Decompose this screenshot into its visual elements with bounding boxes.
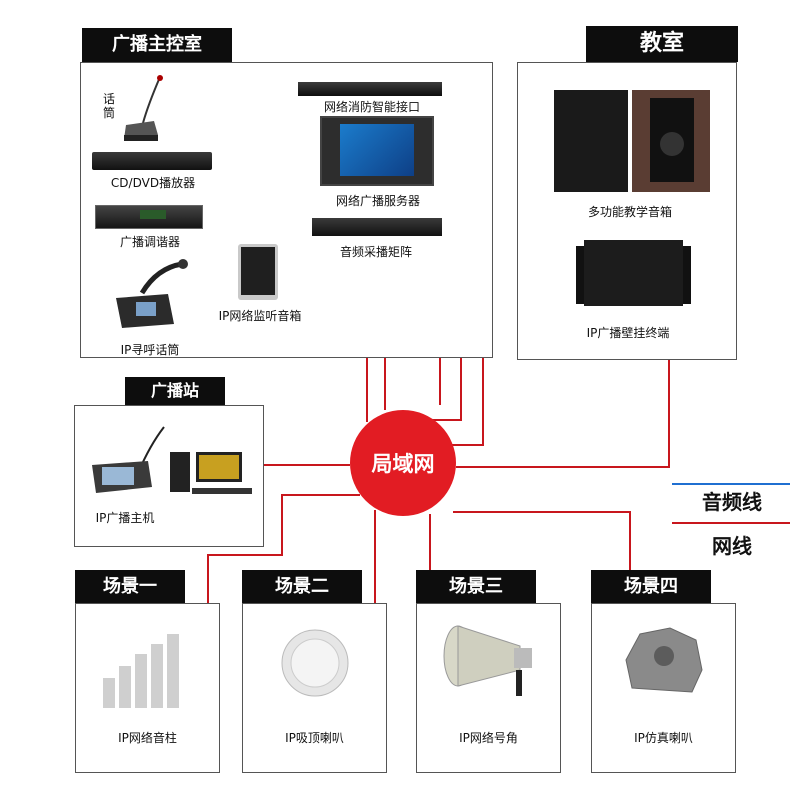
scene-2-title: 场景二 bbox=[242, 570, 362, 603]
network-line-scene-1 bbox=[207, 494, 360, 603]
scene-3-panel bbox=[416, 603, 561, 773]
horn-speaker-icon bbox=[443, 625, 532, 696]
tuner-label: 广播调谐器 bbox=[119, 235, 180, 249]
scene-1-device-label: IP网络音柱 bbox=[118, 731, 177, 745]
computer-icon bbox=[170, 452, 252, 494]
scene-4-device-label: IP仿真喇叭 bbox=[634, 731, 693, 745]
monitor-speaker-label: IP网络监听音箱 bbox=[218, 309, 302, 323]
station-host-icon bbox=[92, 426, 165, 493]
legend-audio-label: 音频线 bbox=[702, 490, 762, 514]
legend-network-label: 网线 bbox=[712, 534, 752, 558]
rock-speaker-icon bbox=[625, 627, 703, 693]
ceiling-speaker-icon bbox=[281, 629, 349, 697]
classroom-title: 教室 bbox=[586, 26, 738, 62]
scene-4-title: 场景四 bbox=[591, 570, 711, 603]
paging-mic-label: IP寻呼话筒 bbox=[120, 343, 180, 357]
scene-3-title: 场景三 bbox=[416, 570, 536, 603]
station-host-label: IP广播主机 bbox=[95, 511, 155, 525]
teaching-speaker-icon bbox=[554, 90, 710, 192]
microphone-label: 话筒 bbox=[102, 92, 115, 120]
scene-1-panel bbox=[75, 603, 220, 773]
tuner-display bbox=[140, 210, 166, 219]
teaching-speaker-label: 多功能教学音箱 bbox=[587, 205, 672, 219]
cd-player-icon bbox=[92, 152, 212, 170]
sound-column-icon bbox=[103, 634, 179, 708]
broadcast-server-label: 网络广播服务器 bbox=[335, 194, 420, 208]
control-room-title: 广播主控室 bbox=[82, 28, 232, 62]
lan-hub: 局域网 bbox=[350, 410, 456, 516]
broadcast-server-icon bbox=[320, 116, 434, 186]
scene-1-title: 场景一 bbox=[75, 570, 185, 603]
paging-mic-icon bbox=[116, 259, 188, 328]
fire-interface-icon bbox=[298, 82, 442, 96]
microphone-icon bbox=[124, 75, 163, 141]
fire-interface-label: 网络消防智能接口 bbox=[323, 100, 420, 114]
scene-2-device-label: IP吸顶喇叭 bbox=[285, 731, 344, 745]
audio-matrix-label: 音频采播矩阵 bbox=[339, 245, 412, 259]
station-title: 广播站 bbox=[125, 377, 225, 405]
audio-matrix-icon bbox=[312, 218, 442, 236]
monitor-speaker-icon bbox=[238, 244, 278, 300]
wall-terminal-icon bbox=[576, 240, 691, 306]
scene-3-device-label: IP网络号角 bbox=[459, 731, 518, 745]
network-line-scene-4 bbox=[453, 511, 631, 577]
cd-player-label: CD/DVD播放器 bbox=[110, 176, 196, 190]
server-screen bbox=[340, 124, 414, 176]
network-line-classroom bbox=[456, 360, 670, 468]
wall-terminal-label: IP广播壁挂终端 bbox=[586, 326, 670, 340]
